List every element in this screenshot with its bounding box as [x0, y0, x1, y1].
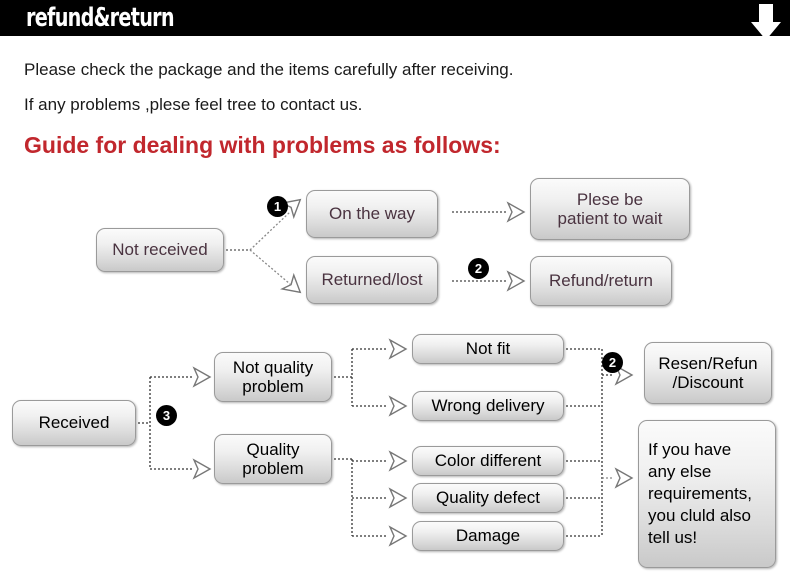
node-quality-defect[interactable]: Quality defect — [412, 483, 564, 513]
node-line-1: Plese be — [576, 189, 644, 209]
intro-line-1: Please check the package and the items c… — [24, 60, 514, 79]
step-badge-1: 1 — [267, 196, 288, 217]
step-badge-2: 2 — [468, 258, 489, 279]
node-line-1: If you have — [648, 439, 732, 459]
intro-line-2: If any problems ,plese feel tree to cont… — [24, 95, 363, 114]
node-received[interactable]: Received — [12, 400, 136, 446]
node-not-quality-problem[interactable]: Not quality problem — [214, 352, 332, 402]
node-color-different[interactable]: Color different — [412, 446, 564, 476]
connector-received-fork — [138, 367, 211, 479]
node-line-5: tell us! — [648, 528, 698, 548]
connector-ontheway-patient — [452, 202, 525, 222]
connector-returnedlost-refund — [452, 271, 525, 291]
step-badge-2-lower: 2 — [602, 352, 623, 373]
step-badge-3: 3 — [156, 405, 177, 426]
node-not-fit[interactable]: Not fit — [412, 334, 564, 364]
node-line-1: Resen/Refun — [658, 353, 758, 373]
node-returned-lost[interactable]: Returned/lost — [306, 256, 438, 304]
node-line-1: Not quality — [232, 357, 314, 377]
node-wrong-delivery[interactable]: Wrong delivery — [412, 391, 564, 421]
node-please-be-patient[interactable]: Plese be patient to wait — [530, 178, 690, 240]
node-line-2: patient to wait — [557, 209, 663, 228]
node-line-2: problem — [242, 459, 304, 478]
page-title: refund&return — [26, 3, 175, 33]
node-other-requirements[interactable]: If you have any else requirements, you c… — [638, 420, 776, 568]
node-refund-return[interactable]: Refund/return — [530, 256, 672, 306]
connector-notreceived-fork — [226, 192, 307, 300]
node-on-the-way[interactable]: On the way — [306, 190, 438, 238]
node-quality-problem[interactable]: Quality problem — [214, 434, 332, 484]
node-line-2: /Discount — [672, 373, 744, 392]
connector-notquality-issues — [334, 339, 407, 416]
node-damage[interactable]: Damage — [412, 521, 564, 551]
node-line-3: requirements, — [648, 483, 752, 503]
node-line-2: problem — [242, 377, 304, 396]
node-resend-refund-discount[interactable]: Resen/Refun /Discount — [644, 342, 772, 404]
connector-quality-issues — [334, 451, 407, 546]
header-banner: refund&return — [0, 0, 790, 36]
guide-heading: Guide for dealing with problems as follo… — [24, 132, 501, 158]
connector-issues-outcomes — [566, 348, 633, 537]
node-line-4: you cluld also — [648, 506, 752, 526]
node-line-1: Quality — [246, 439, 300, 459]
node-line-2: any else — [648, 461, 712, 481]
arrow-down-icon — [751, 4, 781, 40]
node-not-received[interactable]: Not received — [96, 228, 224, 272]
